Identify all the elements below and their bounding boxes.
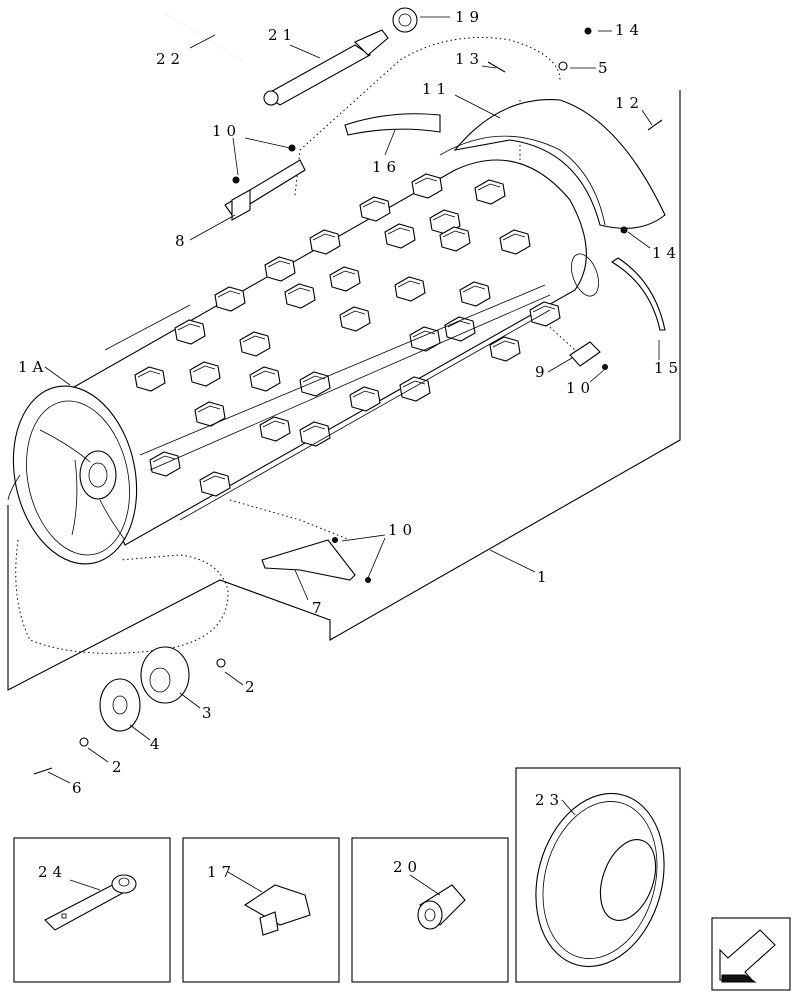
callout-9: 9 bbox=[535, 363, 550, 381]
callout-14-lower: 14 bbox=[652, 244, 681, 262]
rasp-bar-edge bbox=[302, 425, 326, 433]
rasp-bar-edge bbox=[352, 390, 376, 398]
inset-panel-20 bbox=[351, 837, 509, 983]
rasp-bar-edge bbox=[442, 230, 466, 238]
rasp-bar-edge bbox=[177, 323, 201, 331]
callout-1: 1 bbox=[537, 568, 552, 586]
callout-3: 3 bbox=[202, 704, 217, 722]
callout-6: 6 bbox=[72, 779, 87, 797]
rasp-bar-edge bbox=[312, 233, 336, 241]
callout-2-upper: 2 bbox=[245, 678, 260, 696]
part-10-bolt-bottom-b bbox=[365, 577, 371, 583]
callout-10-right: 10 bbox=[566, 379, 595, 397]
callout-24: 24 bbox=[38, 863, 67, 881]
rasp-bar-edge bbox=[302, 375, 326, 383]
callout-8: 8 bbox=[175, 232, 190, 250]
callout-labels: 22 21 19 14 13 5 11 12 10 16 8 14 15 9 1… bbox=[18, 8, 683, 881]
rasp-bar-edge bbox=[217, 290, 241, 298]
rasp-bar-edge bbox=[262, 420, 286, 428]
part-2-washer-upper bbox=[216, 658, 226, 668]
rasp-bar-edge bbox=[252, 370, 276, 378]
part-15-strap bbox=[610, 257, 666, 331]
callout-19: 19 bbox=[455, 8, 484, 26]
part-5-washer bbox=[558, 61, 568, 71]
rasp-bar-edge bbox=[342, 310, 366, 318]
callout-4: 4 bbox=[150, 735, 165, 753]
callout-13: 13 bbox=[455, 50, 484, 68]
part-10-bolt-top-a bbox=[232, 176, 240, 184]
rasp-bar-edge bbox=[267, 260, 291, 268]
part-22-rod bbox=[165, 13, 243, 61]
rasp-bar-edge bbox=[397, 280, 421, 288]
part-21-shaft bbox=[263, 29, 389, 106]
part-7-bracket bbox=[261, 539, 356, 581]
inset-panel-23 bbox=[515, 767, 681, 983]
rasp-bar-edge bbox=[462, 285, 486, 293]
part-14-nut-top bbox=[584, 27, 592, 35]
leader-lines bbox=[44, 16, 660, 784]
callout-16: 16 bbox=[372, 158, 401, 176]
callout-12: 12 bbox=[615, 94, 644, 112]
callout-14-top: 14 bbox=[615, 21, 644, 39]
rotor-strake-bars bbox=[104, 284, 551, 521]
rasp-bar-edge bbox=[197, 405, 221, 413]
rasp-bar-edge bbox=[242, 335, 266, 343]
rotor-drum bbox=[7, 99, 666, 565]
part-9-clip bbox=[569, 341, 601, 367]
rasp-bar-edge bbox=[502, 233, 526, 241]
rasp-bar-edge bbox=[492, 340, 516, 348]
callout-7: 7 bbox=[312, 599, 327, 617]
part-12-bolt bbox=[647, 119, 663, 131]
rasp-bar-edge bbox=[192, 365, 216, 373]
callout-22: 22 bbox=[156, 50, 185, 68]
part-14-nut-lower bbox=[620, 226, 628, 234]
callout-11: 11 bbox=[422, 80, 451, 98]
rasp-bar-edge bbox=[137, 370, 161, 378]
rasp-bar-edge bbox=[387, 227, 411, 235]
rasp-bar-edge bbox=[332, 270, 356, 278]
rasp-bar-edge bbox=[532, 305, 556, 313]
callout-20: 20 bbox=[393, 858, 422, 876]
callout-15: 15 bbox=[654, 359, 683, 377]
part-3-hub bbox=[140, 646, 190, 704]
rasp-bar-edge bbox=[362, 200, 386, 208]
inset-panel-17 bbox=[182, 837, 340, 983]
rasp-bars bbox=[134, 173, 561, 497]
part-8-bracket bbox=[224, 159, 306, 221]
part-6-bolt bbox=[33, 767, 53, 775]
inset-panel-24 bbox=[13, 837, 171, 983]
callout-2-lower: 2 bbox=[112, 758, 127, 776]
callout-21: 21 bbox=[268, 26, 297, 44]
callout-10-bottom: 10 bbox=[388, 521, 417, 539]
callout-10-top: 10 bbox=[212, 122, 241, 140]
part-10-bolt-bottom-a bbox=[332, 537, 338, 543]
rasp-bar-edge bbox=[152, 455, 176, 463]
rasp-bar-edge bbox=[477, 183, 501, 191]
rasp-bar-edge bbox=[414, 177, 438, 185]
part-13-bolt bbox=[487, 61, 506, 73]
rasp-bar-edge bbox=[202, 475, 226, 483]
next-page-arrow-icon[interactable] bbox=[711, 917, 791, 991]
callout-17: 17 bbox=[207, 863, 236, 881]
callout-23: 23 bbox=[535, 791, 564, 809]
part-10-bolt-right bbox=[602, 364, 608, 370]
part-4-flange bbox=[99, 678, 141, 732]
rasp-bar-edge bbox=[287, 287, 311, 295]
callout-1a: 1A bbox=[18, 358, 48, 376]
part-19-seal bbox=[392, 7, 418, 33]
part-16-strip bbox=[344, 113, 441, 136]
part-2-washer-lower bbox=[79, 737, 89, 747]
rasp-bar-edge bbox=[432, 213, 456, 221]
callout-5: 5 bbox=[598, 59, 613, 77]
